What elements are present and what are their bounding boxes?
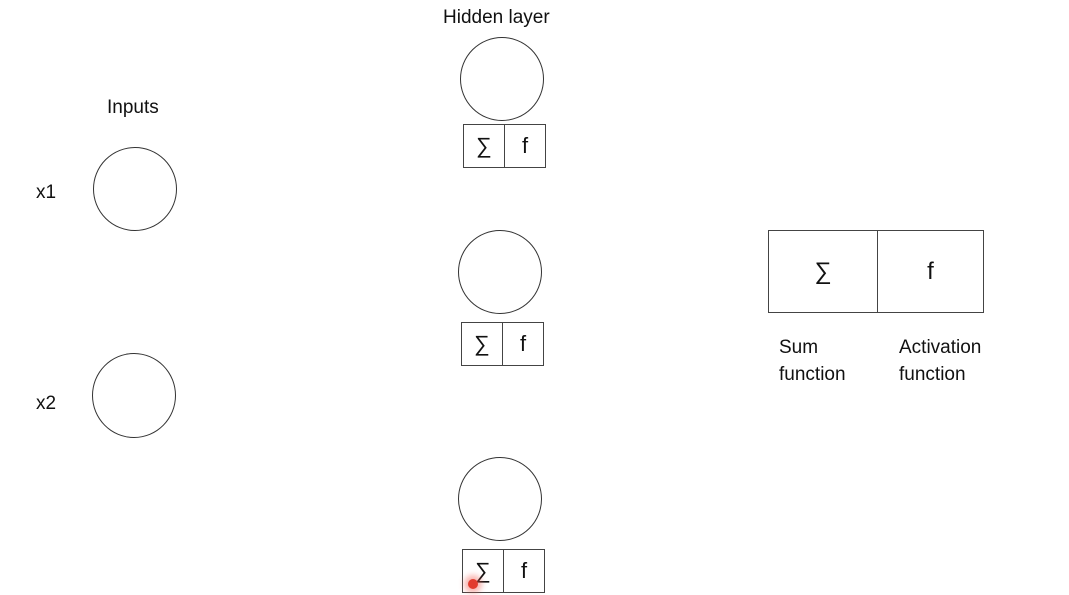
legend-sum-symbol: ∑ [814, 257, 832, 285]
legend-function-box: ∑ f [768, 230, 984, 313]
sum-function-caption: Sum function [779, 337, 846, 385]
legend-activation-symbol: f [877, 231, 983, 312]
hidden-unit-2-function-box: ∑ f [461, 322, 544, 366]
activation-symbol: f [503, 550, 544, 592]
activation-symbol: f [502, 323, 543, 365]
hidden-node-3 [458, 457, 542, 541]
activation-function-caption: Activation function [899, 337, 982, 385]
hidden-node-1 [460, 37, 544, 121]
x1-label: x1 [36, 182, 57, 203]
sum-symbol: ∑ [474, 331, 490, 356]
hidden-layer-label: Hidden layer [443, 7, 550, 28]
inputs-label: Inputs [107, 97, 159, 118]
hidden-node-2 [458, 230, 542, 314]
x2-label: x2 [36, 393, 57, 414]
cursor-pointer-icon [468, 579, 478, 589]
hidden-unit-1-function-box: ∑ f [463, 124, 546, 168]
activation-symbol: f [504, 125, 545, 167]
input-node-x2 [92, 353, 176, 438]
input-node-x1 [93, 147, 177, 231]
sum-symbol: ∑ [475, 558, 491, 583]
sum-symbol: ∑ [476, 133, 492, 158]
